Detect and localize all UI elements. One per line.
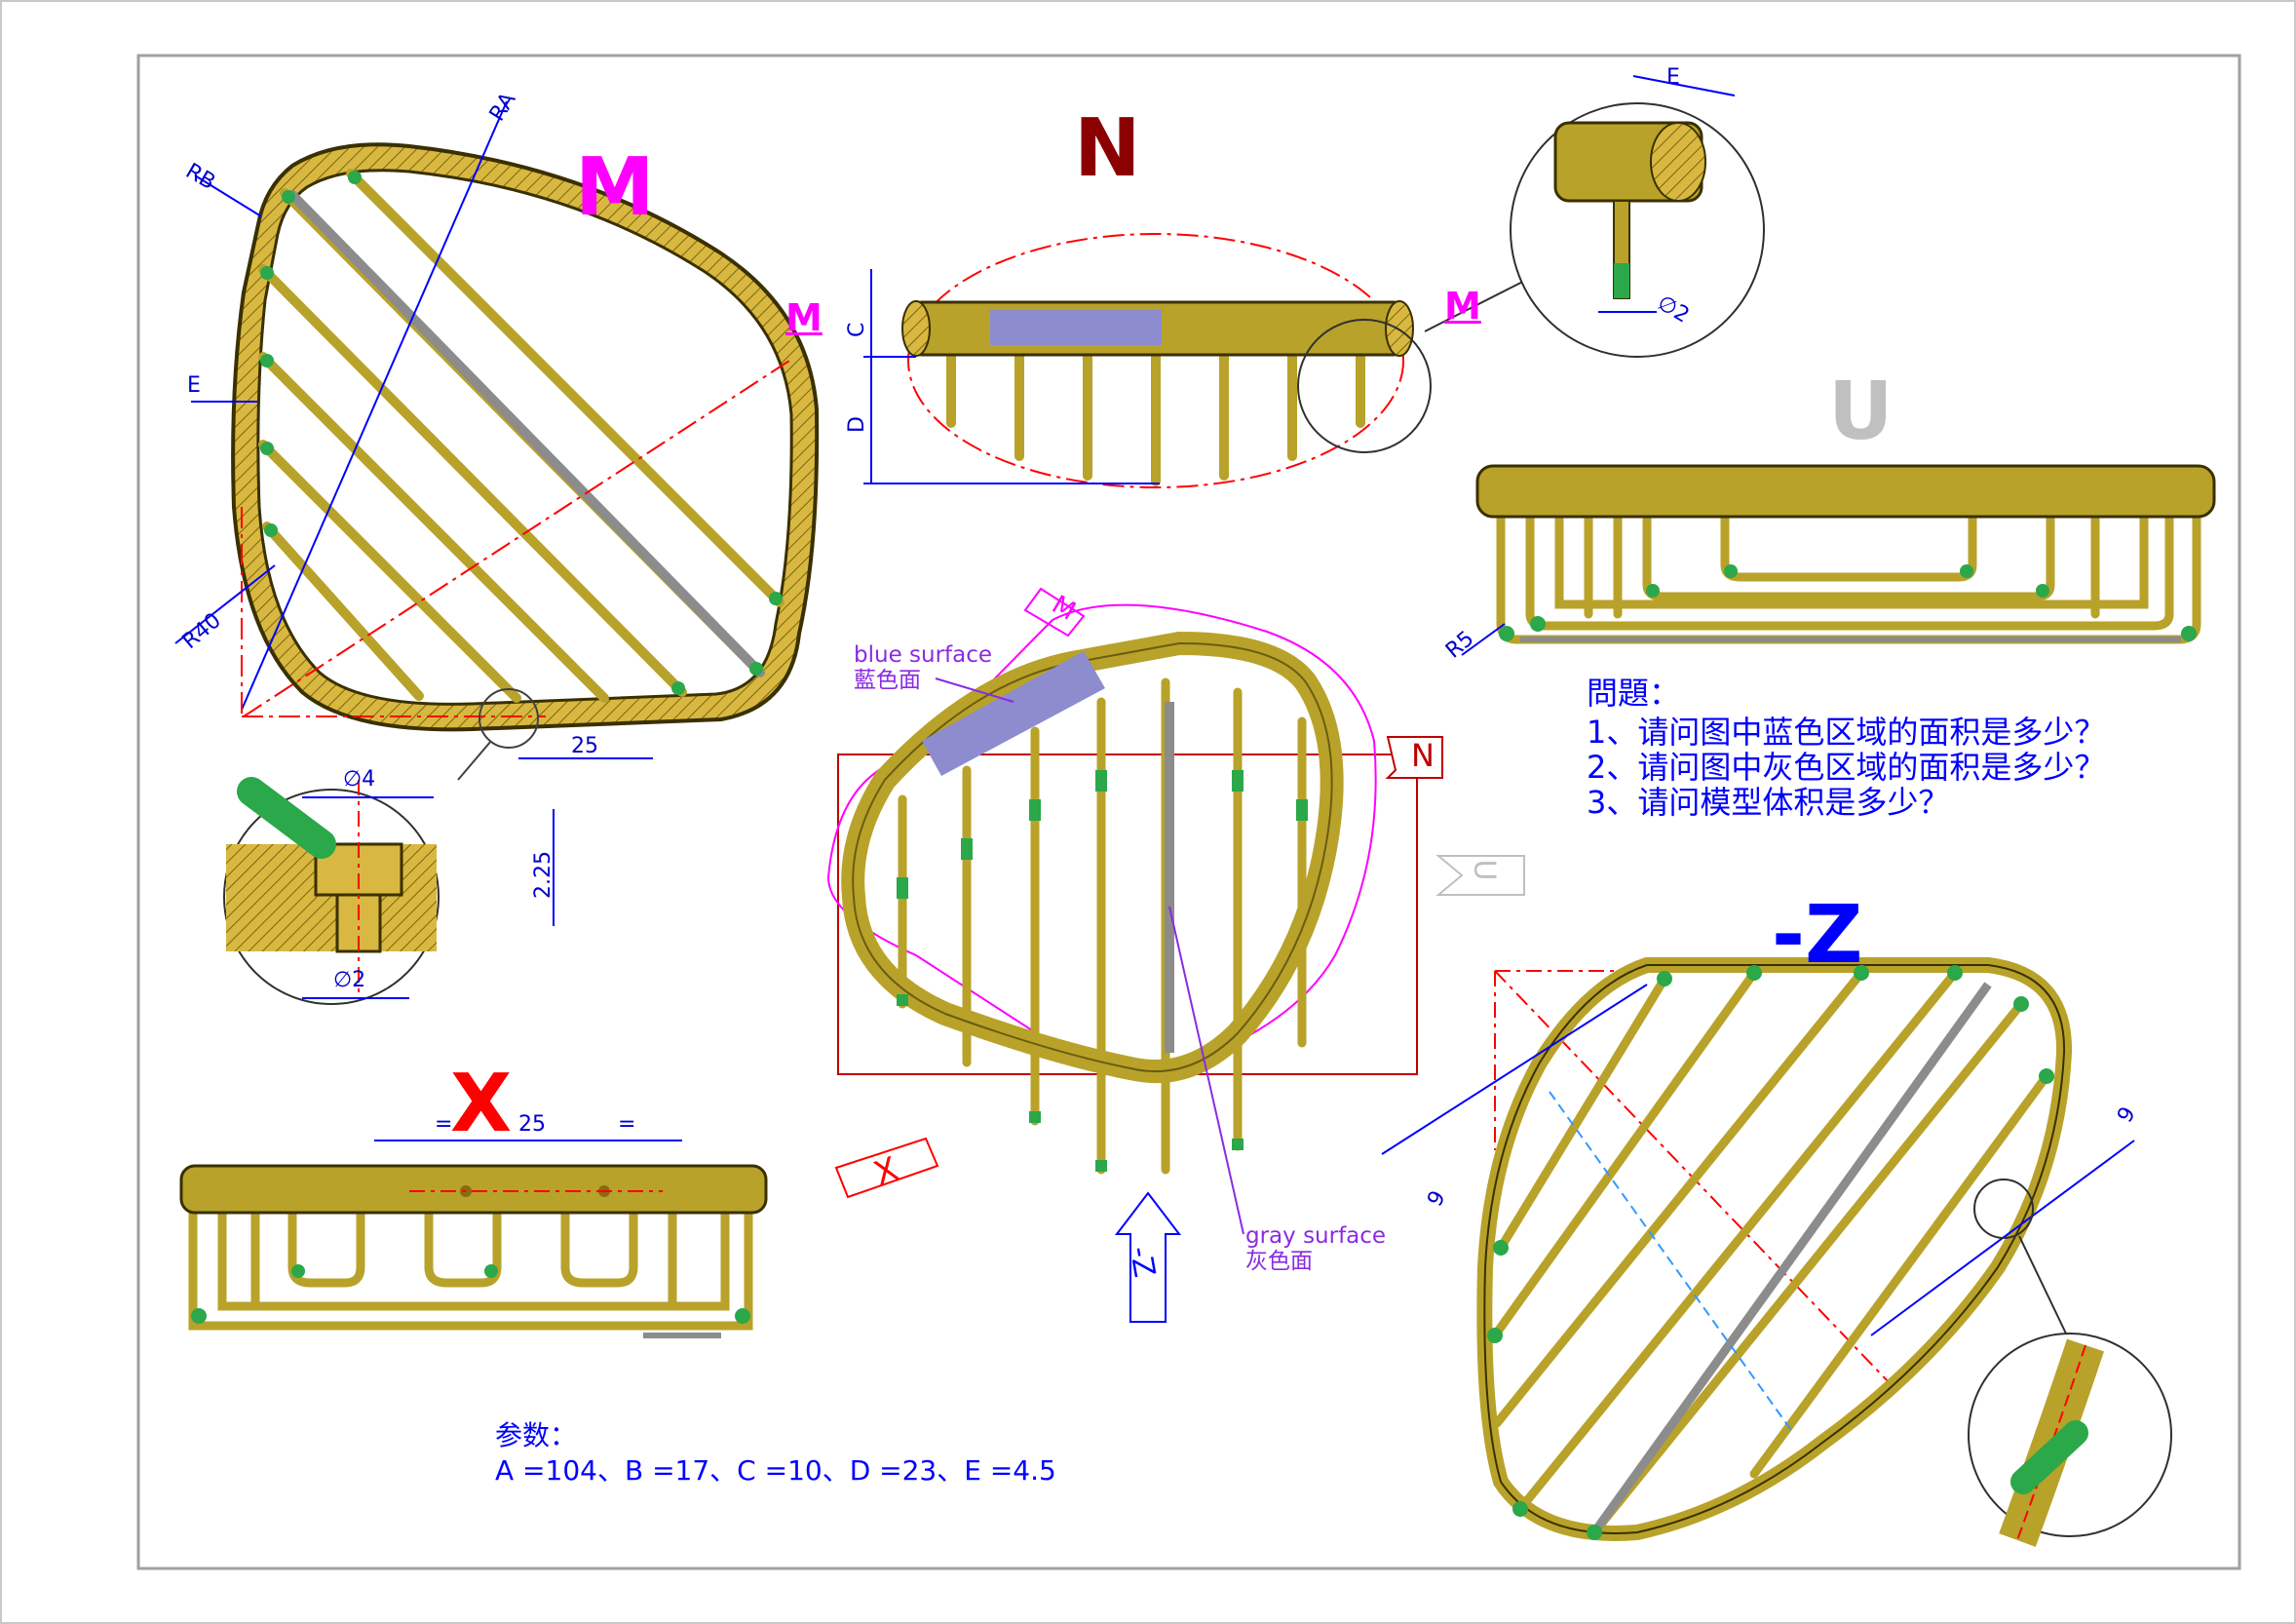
isometric-drawing bbox=[826, 587, 1525, 1323]
dim-c: C bbox=[845, 322, 869, 337]
questions-title: 問題： bbox=[1587, 675, 1681, 712]
view-u-drawing bbox=[1461, 464, 2216, 656]
view-label-neg-z: -Z bbox=[1772, 889, 1863, 982]
view-label-m: M bbox=[575, 141, 655, 234]
blue-surface-label-zh: 藍色面 bbox=[854, 668, 921, 693]
z-gray-rod bbox=[1590, 982, 1992, 1535]
arrow-u-label: U bbox=[1467, 859, 1502, 881]
view-label-n: N bbox=[1074, 102, 1141, 195]
arrow-neg-z-label: -Z bbox=[1122, 1244, 1162, 1280]
dim-dia2-detail: ∅2 bbox=[333, 968, 366, 992]
dim-e-top: E bbox=[1666, 65, 1680, 90]
dim-d: D bbox=[845, 416, 869, 433]
question-1: 1、请问图中蓝色区域的面积是多少？ bbox=[1587, 714, 2106, 751]
dim-2-25: 2.25 bbox=[531, 851, 555, 899]
section-label-m-left: M bbox=[785, 296, 823, 339]
view-label-x: X bbox=[450, 1058, 513, 1150]
question-2: 2、请问图中灰色区域的面积是多少？ bbox=[1587, 749, 2106, 786]
params-title: 参数： bbox=[495, 1419, 578, 1451]
dim-eq-2: = bbox=[618, 1112, 636, 1137]
gray-surface-label: gray surface bbox=[1245, 1223, 1387, 1249]
view-m-drawing bbox=[174, 100, 820, 781]
m-gray-rod bbox=[287, 190, 765, 677]
dim-eq-1: = bbox=[435, 1112, 453, 1137]
view-x-drawing bbox=[179, 1140, 768, 1338]
inner-frame bbox=[136, 54, 2241, 1570]
blue-surface-label: blue surface bbox=[854, 642, 993, 668]
dim-e-left: E bbox=[187, 373, 201, 398]
detail-hole bbox=[223, 777, 555, 1005]
view-n-drawing bbox=[863, 233, 1560, 488]
view-label-u: U bbox=[1828, 366, 1894, 458]
section-label-m-right: M bbox=[1444, 285, 1481, 328]
dim-dia4: ∅4 bbox=[343, 767, 376, 792]
dim-25-x: 25 bbox=[518, 1112, 546, 1137]
iso-n-tag: N bbox=[1411, 737, 1435, 774]
question-3: 3、请问模型体积是多少？ bbox=[1587, 784, 1950, 821]
detail-rod-top bbox=[1510, 75, 1765, 358]
gray-surface-label-zh: 灰色面 bbox=[1245, 1249, 1313, 1274]
view-neg-z-drawing bbox=[1381, 957, 2172, 1547]
params-values: A =104、B =17、C =10、D =23、E =4.5 bbox=[495, 1454, 1056, 1487]
dim-25-m: 25 bbox=[571, 734, 598, 758]
